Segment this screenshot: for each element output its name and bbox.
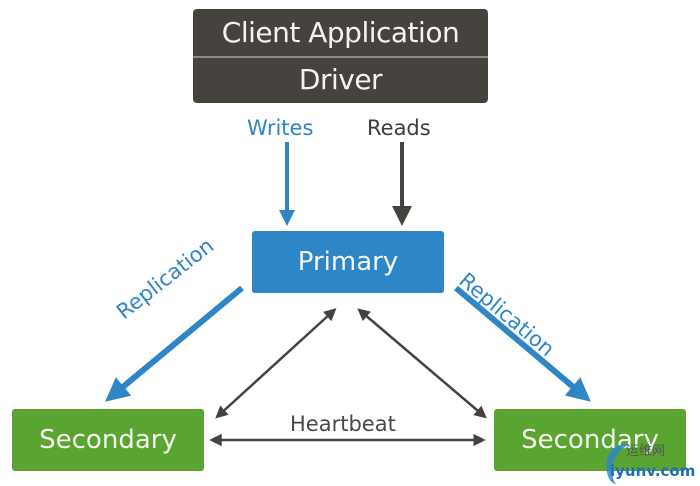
primary-node: Primary — [252, 231, 444, 293]
watermark-swirl-icon — [606, 443, 630, 484]
writes-label: Writes — [247, 116, 314, 140]
heartbeat-label: Heartbeat — [290, 412, 396, 436]
replication-right-arrow — [454, 285, 591, 402]
reads-label: Reads — [367, 116, 431, 140]
client-driver-divider — [193, 56, 488, 58]
secondary-node-left: Secondary — [12, 409, 204, 471]
client-application-box: Client Application Driver — [193, 9, 488, 103]
heartbeat-primary-right-arrow — [357, 308, 487, 419]
heartbeat-primary-left-arrow — [215, 308, 337, 419]
client-application-label: Client Application — [221, 16, 460, 49]
primary-label: Primary — [297, 247, 399, 277]
watermark-en-text: iyunv.com — [610, 462, 696, 480]
secondary-node-right: Secondary — [494, 409, 686, 471]
secondary-label: Secondary — [521, 425, 659, 455]
watermark: 运维网 iyunv.com — [600, 438, 700, 486]
secondary-label: Secondary — [39, 425, 177, 455]
replication-left-arrow — [105, 285, 244, 402]
watermark-cn-text: 运维网 — [626, 444, 666, 459]
driver-label: Driver — [298, 63, 383, 96]
